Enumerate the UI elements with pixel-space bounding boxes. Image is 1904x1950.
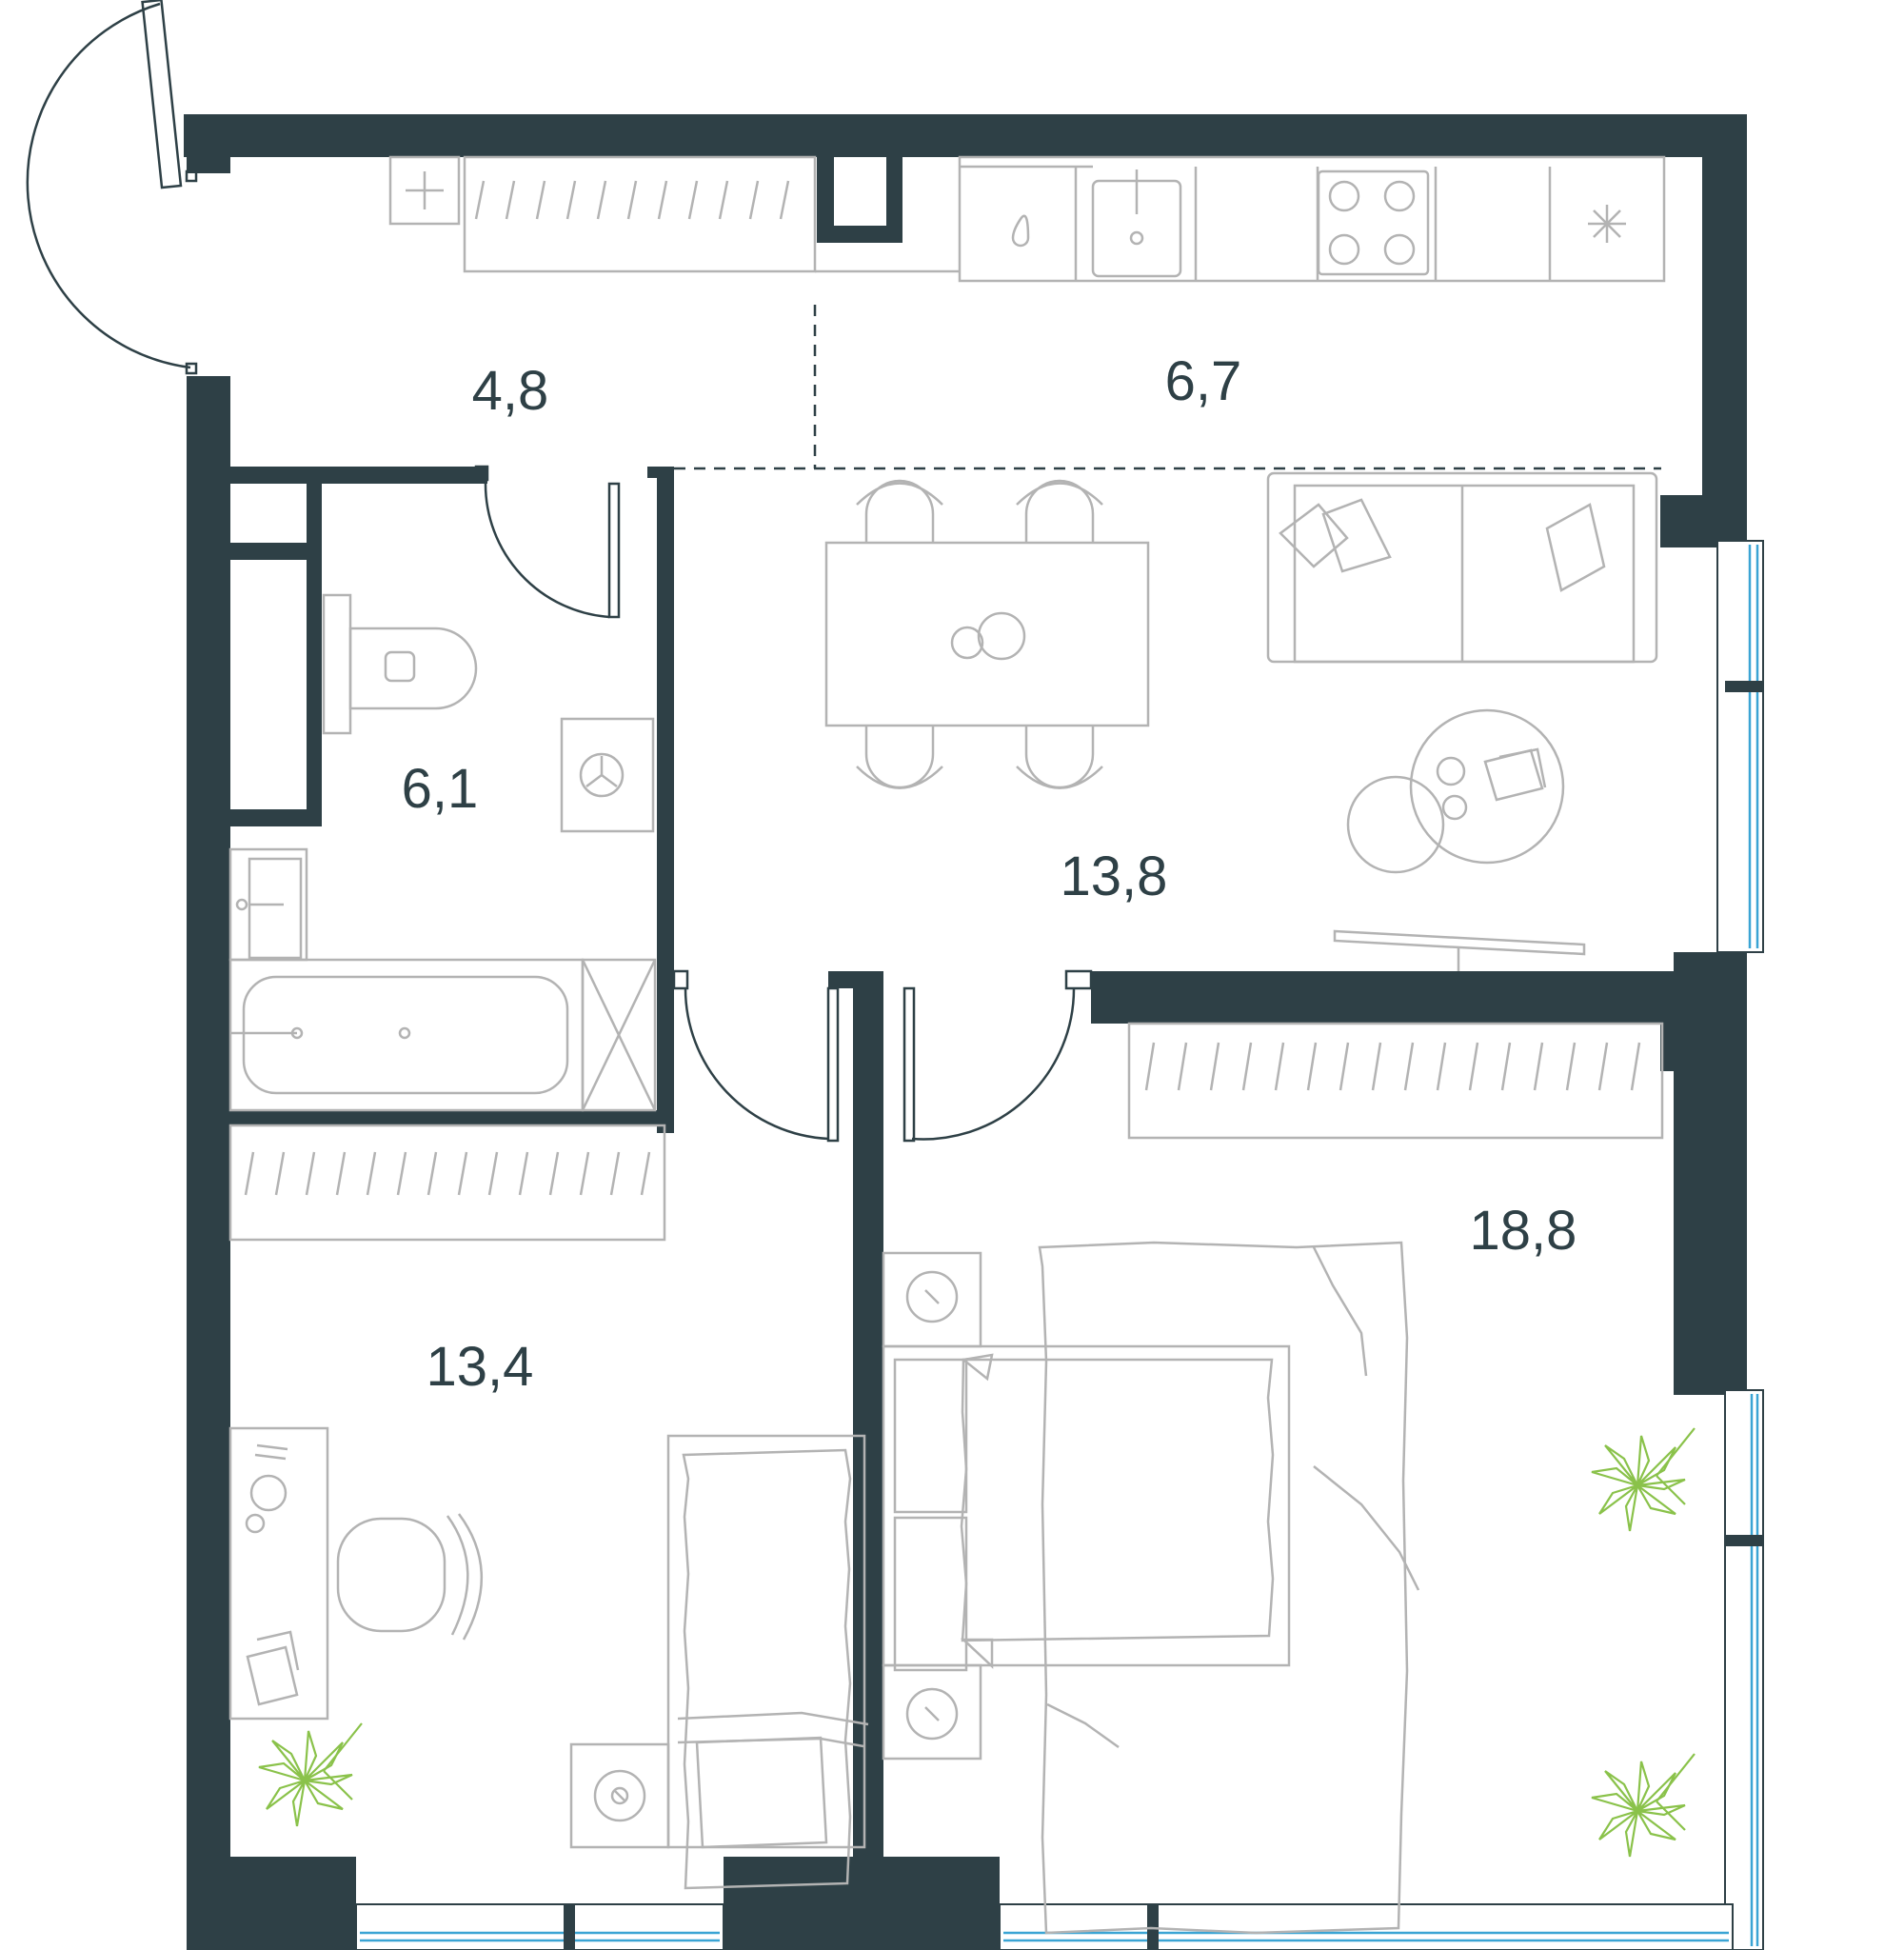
window-icon [355,1903,724,1950]
door-swing-icon [26,0,198,375]
wardrobe-icon [228,1124,666,1242]
chair-icon [856,479,943,543]
window-icon [1724,1389,1764,1950]
room-area-living: 13,8 [1061,846,1168,907]
room-area-kitchen: 6,7 [1165,350,1242,412]
wardrobe-icon [1127,1022,1664,1140]
window-icon [1716,540,1764,953]
rug [1038,1241,1420,1935]
desk-icon [228,1426,329,1721]
chair-icon [1016,479,1103,543]
sofa-icon [1266,471,1658,664]
door-swing-icon [474,465,621,619]
wardrobe-icon [463,155,817,273]
windows [355,540,1764,1950]
doors [26,0,1093,1143]
dining-set [824,479,1150,789]
fridge-icon [1588,205,1626,243]
nightstand [882,1663,982,1761]
chair-icon [856,726,943,789]
kitchen-counter [815,155,1666,283]
nightstand [569,1742,670,1849]
stove-icon [1317,169,1430,276]
area-labels: 4,8 6,7 6,1 13,8 13,4 18,8 [402,350,1577,1398]
dining-table-icon [824,541,1150,727]
sink-icon [228,847,308,962]
chair-icon [336,1513,484,1641]
coffee-tables [1346,708,1565,874]
room-area-hall: 4,8 [472,360,549,422]
bed-icon [882,1344,1291,1672]
plant-icon [1591,1753,1696,1858]
plant-icon [1591,1427,1696,1532]
washing-machine-icon [560,717,655,833]
sink-icon [1091,169,1182,278]
bathtub-icon [228,958,657,1112]
zone-separator [674,305,1661,470]
tv-stand [1333,929,1586,971]
room-area-bedroom-large: 18,8 [1470,1200,1577,1262]
room-area-bathroom: 6,1 [402,758,479,820]
bathroom-fixtures [228,593,657,1112]
walls [184,114,1747,1950]
toilet-icon [322,593,478,735]
chair-icon [1016,726,1103,789]
nightstand [882,1251,982,1348]
plant-icon [258,1722,363,1827]
door-swing-icon [902,969,1093,1143]
bed-icon [666,1434,869,1890]
window-icon [999,1903,1734,1950]
room-area-bedroom-small: 13,4 [426,1336,534,1398]
hall-wardrobe [388,155,902,273]
door-swing-icon [672,969,840,1143]
